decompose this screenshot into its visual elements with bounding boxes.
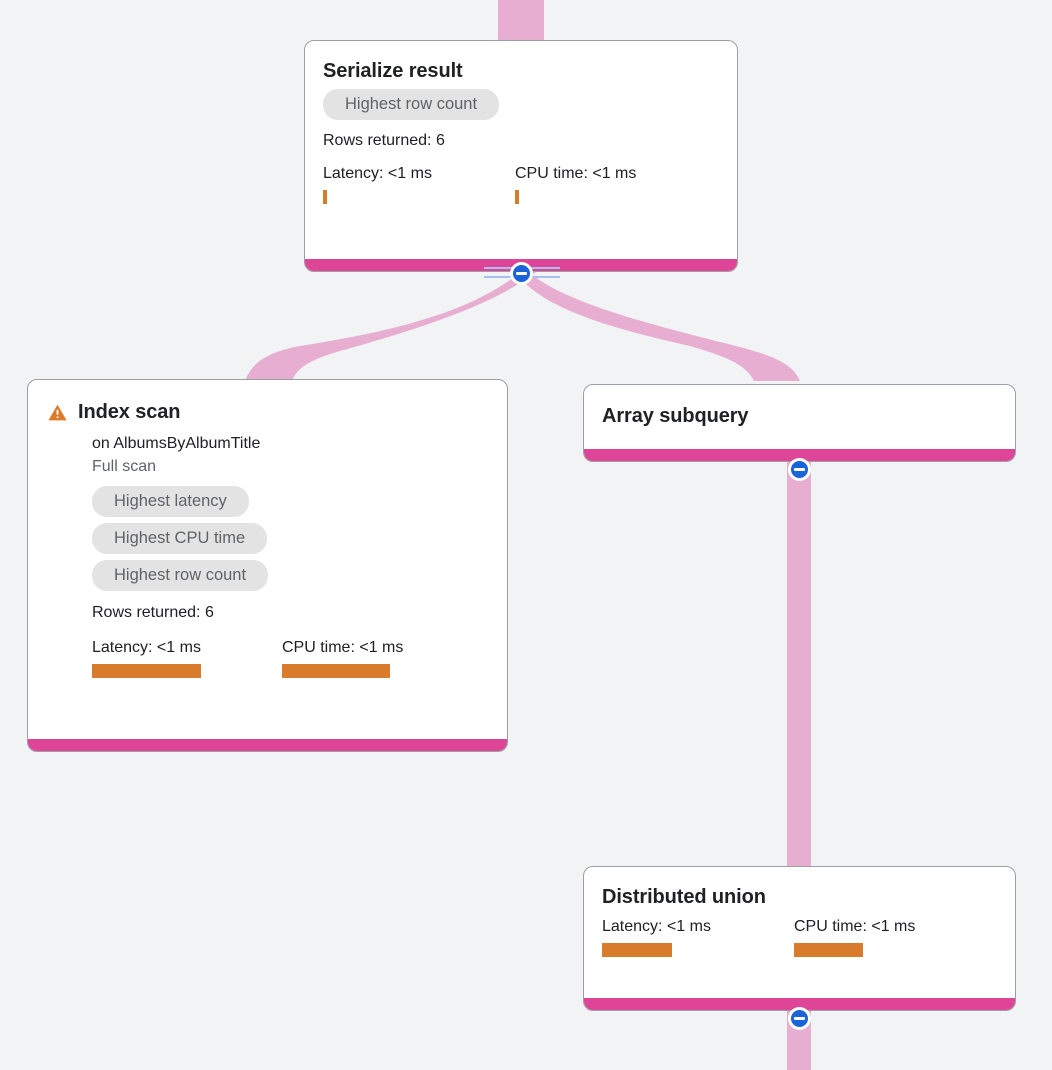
collapse-toggle-serialize-result[interactable] bbox=[510, 262, 533, 285]
metric-latency-label: Latency: <1 ms bbox=[92, 639, 201, 656]
metric-cpu-time-bar bbox=[515, 190, 519, 204]
metric-latency: Latency: <1 ms bbox=[602, 917, 794, 957]
node-title: Index scan bbox=[78, 401, 181, 423]
node-index-scan[interactable]: Index scan on AlbumsByAlbumTitle Full sc… bbox=[27, 379, 508, 752]
edge-arraysub-to-distunion bbox=[787, 458, 811, 870]
warning-triangle-icon bbox=[48, 404, 67, 420]
node-title: Array subquery bbox=[602, 405, 749, 427]
chip-highest-latency: Highest latency bbox=[92, 486, 249, 517]
metric-cpu-time: CPU time: <1 ms bbox=[794, 917, 915, 957]
chip-highest-row-count: Highest row count bbox=[92, 560, 269, 591]
node-title-row: Serialize result bbox=[323, 59, 719, 83]
rows-returned: Rows returned: 6 bbox=[323, 132, 445, 149]
metric-cpu-time-bar bbox=[794, 943, 863, 957]
node-body: Distributed union Latency: <1 ms CPU tim… bbox=[584, 867, 1015, 957]
collapse-toggle-array-subquery[interactable] bbox=[788, 458, 811, 481]
metric-group: Latency: <1 ms CPU time: <1 ms bbox=[323, 164, 719, 204]
chip-highest-cpu-time: Highest CPU time bbox=[92, 523, 268, 554]
metric-latency: Latency: <1 ms bbox=[92, 638, 282, 678]
collapse-toggle-distributed-union[interactable] bbox=[788, 1007, 811, 1030]
node-title-row: Distributed union bbox=[602, 885, 997, 909]
metric-cpu-time-label: CPU time: <1 ms bbox=[515, 165, 637, 182]
edge-serialize-to-index bbox=[245, 272, 536, 381]
node-title-row: Index scan bbox=[48, 400, 489, 424]
minus-icon bbox=[516, 272, 527, 275]
rows-returned: Rows returned: 6 bbox=[92, 604, 214, 621]
node-accent-bar bbox=[28, 739, 507, 751]
node-body: Serialize result Highest row count Rows … bbox=[305, 41, 737, 218]
metric-cpu-time-bar bbox=[282, 664, 390, 678]
node-array-subquery[interactable]: Array subquery bbox=[583, 384, 1016, 462]
minus-icon bbox=[794, 1017, 805, 1020]
metric-latency: Latency: <1 ms bbox=[323, 164, 515, 204]
node-body: Index scan on AlbumsByAlbumTitle Full sc… bbox=[28, 380, 507, 692]
metric-cpu-time: CPU time: <1 ms bbox=[282, 638, 403, 678]
node-serialize-result[interactable]: Serialize result Highest row count Rows … bbox=[304, 40, 738, 272]
metric-cpu-time-label: CPU time: <1 ms bbox=[282, 639, 404, 656]
node-title: Serialize result bbox=[323, 60, 463, 82]
metric-latency-bar bbox=[602, 943, 672, 957]
edge-serialize-to-arraysub bbox=[515, 272, 800, 381]
metric-latency-label: Latency: <1 ms bbox=[602, 918, 711, 935]
node-accent-bar bbox=[584, 998, 1015, 1010]
node-body: Array subquery bbox=[584, 385, 1015, 428]
node-title: Distributed union bbox=[602, 886, 766, 908]
node-distributed-union[interactable]: Distributed union Latency: <1 ms CPU tim… bbox=[583, 866, 1016, 1011]
metric-latency-bar bbox=[323, 190, 327, 204]
chip-highest-row-count: Highest row count bbox=[323, 89, 500, 120]
metric-cpu-time-label: CPU time: <1 ms bbox=[794, 918, 916, 935]
minus-icon bbox=[794, 468, 805, 471]
node-scan-type: Full scan bbox=[92, 458, 157, 475]
metric-cpu-time: CPU time: <1 ms bbox=[515, 164, 636, 204]
node-title-row: Array subquery bbox=[602, 404, 997, 428]
metric-latency-label: Latency: <1 ms bbox=[323, 165, 432, 182]
node-accent-bar bbox=[584, 449, 1015, 461]
chip-group: Highest row count bbox=[323, 89, 719, 126]
metric-latency-bar bbox=[92, 664, 201, 678]
metric-group: Latency: <1 ms CPU time: <1 ms bbox=[602, 917, 997, 957]
edge-incoming-top bbox=[498, 0, 544, 44]
metric-group: Latency: <1 ms CPU time: <1 ms bbox=[92, 638, 489, 678]
node-subtitle: on AlbumsByAlbumTitle bbox=[92, 435, 261, 452]
chip-group: Highest latency Highest CPU time Highest… bbox=[92, 486, 489, 597]
